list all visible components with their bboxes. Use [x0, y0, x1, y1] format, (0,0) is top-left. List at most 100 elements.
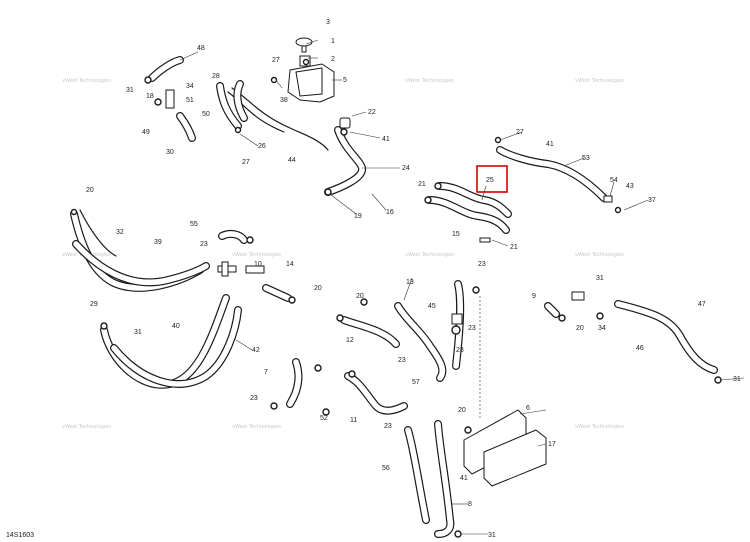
callout-label: 34 — [186, 83, 194, 90]
callout-label: 28 — [212, 73, 220, 80]
callout-label: 8 — [468, 501, 472, 508]
callout-label: 23 — [384, 423, 392, 430]
callout-label: 16 — [386, 209, 394, 216]
callout-label: 5 — [343, 77, 347, 84]
callout-label: 3 — [326, 19, 330, 26]
callout-label: 20 — [356, 293, 364, 300]
hose-42 — [100, 294, 242, 389]
hose-47 — [544, 291, 722, 384]
callout-label: 6 — [526, 405, 530, 412]
callout-label: 17 — [548, 441, 556, 448]
callout-label: 11 — [350, 417, 357, 424]
callout-label: 29 — [90, 301, 98, 308]
callout-label: 57 — [412, 379, 420, 386]
callout-label: 44 — [288, 157, 296, 164]
callout-label: 31 — [126, 87, 134, 94]
callout-label: 39 — [154, 239, 162, 246]
callout-label: 26 — [258, 143, 266, 150]
callout-label: 37 — [648, 197, 656, 204]
callout-label: 20 — [576, 325, 584, 332]
callout-label: 20 — [458, 407, 466, 414]
callout-label: 41 — [382, 136, 390, 143]
callout-label: 14 — [286, 261, 294, 268]
watermark: vWest Technologies — [232, 252, 281, 258]
callout-label: 23 — [398, 357, 406, 364]
watermark: vWest Technologies — [575, 78, 624, 84]
callout-label: 52 — [320, 415, 328, 422]
callout-label: 41 — [546, 141, 554, 148]
callout-label: 31 — [596, 275, 604, 282]
callout-label: 31 — [134, 329, 142, 336]
callout-label: 19 — [354, 213, 362, 220]
callout-label: 48 — [197, 45, 205, 52]
callout-label: 23 — [456, 347, 464, 354]
hose-48 — [144, 56, 196, 142]
callout-label: 49 — [142, 129, 150, 136]
callout-label: 45 — [428, 303, 436, 310]
callout-label: 15 — [452, 231, 460, 238]
callout-label: 51 — [186, 97, 194, 104]
callout-label: 7 — [264, 369, 268, 376]
hose-28 — [216, 76, 278, 134]
watermark: vWest Technologies — [62, 78, 111, 84]
callout-label: 10 — [254, 261, 262, 268]
callout-label: 18 — [146, 93, 154, 100]
diagram-code: 14S1603 — [6, 532, 34, 539]
callout-label: 32 — [116, 229, 124, 236]
hose-24 — [324, 117, 366, 196]
callout-label: 43 — [626, 183, 634, 190]
leader-lines — [179, 39, 745, 535]
watermark: vWest Technologies — [232, 424, 281, 430]
callout-label: 54 — [610, 177, 618, 184]
callout-label: 55 — [190, 221, 198, 228]
callout-label: 46 — [636, 345, 644, 352]
callout-label: 23 — [478, 261, 486, 268]
callout-label: 56 — [382, 465, 390, 472]
callout-label: 30 — [166, 149, 174, 156]
callout-label: 40 — [172, 323, 180, 330]
callout-label: 47 — [698, 301, 706, 308]
callout-label: 24 — [402, 165, 410, 172]
watermark: vWest Technologies — [405, 252, 454, 258]
callout-label: 23 — [468, 325, 476, 332]
callout-label: 23 — [200, 241, 208, 248]
hose-13 — [336, 280, 480, 382]
callout-label: 31 — [488, 532, 496, 539]
watermark: vWest Technologies — [405, 78, 454, 84]
callout-labels: 3 1 2 5 22 41 24 16 19 27 38 28 26 27 44… — [86, 19, 741, 539]
heat-exchanger — [404, 409, 547, 538]
hose-29 — [70, 208, 210, 292]
callout-label: 38 — [280, 97, 288, 104]
watermark: vWest Technologies — [575, 252, 624, 258]
callout-label: 31 — [733, 376, 741, 383]
callout-label: 21 — [418, 181, 426, 188]
callout-label: 12 — [346, 337, 354, 344]
hose-44 — [227, 87, 329, 151]
callout-label: 2 — [331, 56, 335, 63]
callout-label: 27 — [516, 129, 524, 136]
callout-label: 34 — [598, 325, 606, 332]
hose-55 — [217, 229, 296, 304]
watermark: vWest Technologies — [62, 424, 111, 430]
callout-label: 41 — [460, 475, 468, 482]
hose-7 — [270, 358, 408, 416]
callout-label: 27 — [272, 57, 280, 64]
callout-label: 9 — [532, 293, 536, 300]
callout-label: 27 — [242, 159, 250, 166]
callout-label: 1 — [331, 38, 335, 45]
highlight-box — [476, 165, 508, 193]
coolant-reservoir — [287, 37, 335, 103]
callout-label: 53 — [582, 155, 590, 162]
watermark: vWest Technologies — [575, 424, 624, 430]
callout-label: 20 — [314, 285, 322, 292]
callout-label: 25 — [486, 177, 494, 184]
callout-label: 50 — [202, 111, 210, 118]
callout-label: 21 — [510, 244, 518, 251]
callout-label: 13 — [406, 279, 414, 286]
callout-label: 23 — [250, 395, 258, 402]
callout-label: 20 — [86, 187, 94, 194]
hose-15 — [424, 182, 512, 243]
callout-label: 22 — [368, 109, 376, 116]
callout-label: 42 — [252, 347, 260, 354]
